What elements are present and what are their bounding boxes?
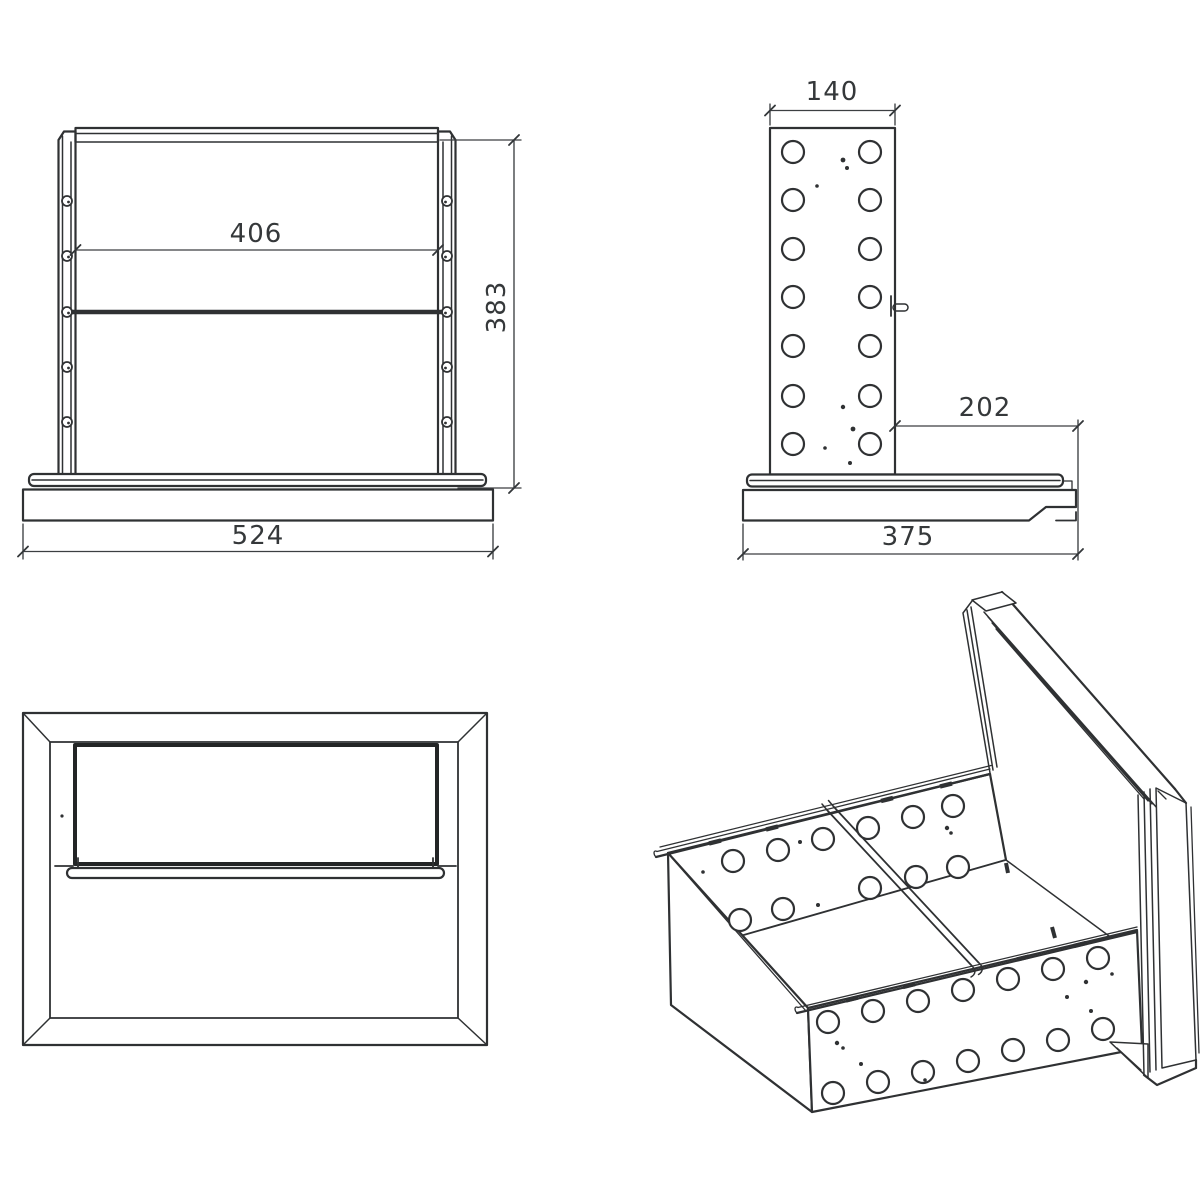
- iso-panel-left-stile: [962, 600, 998, 774]
- dim-label-side-base-depth: 375: [882, 522, 935, 552]
- iso-front-panel: [962, 590, 1177, 935]
- front-panel-inner-frame: [49, 741, 459, 1019]
- front-left-rail: [57, 130, 77, 476]
- dimension-front-inner-width: 406: [69, 219, 444, 256]
- iso-near-rim-rail: [794, 926, 1139, 1015]
- dimension-side-top-width: 140: [764, 77, 901, 126]
- iso-back-wall-holes: [720, 793, 971, 933]
- iso-panel-face: [999, 636, 1143, 935]
- side-panel-dots: [815, 157, 856, 465]
- front-top-bar-inner-line: [74, 132, 439, 143]
- side-base-plinth: [741, 488, 1078, 522]
- iso-panel-right-stile: [1137, 787, 1200, 1087]
- side-base-plate-step: [1062, 480, 1073, 491]
- iso-gusset: [1109, 1041, 1149, 1079]
- iso-back-wall-dots: [701, 825, 953, 907]
- iso-panel-top-edge: [1000, 590, 1177, 791]
- dimension-front-base-width: 524: [17, 521, 499, 560]
- dimension-side-rear-depth: 202: [889, 393, 1084, 561]
- front-panel-dot: [60, 814, 64, 818]
- dimension-side-base-depth: 375: [737, 522, 1084, 561]
- iso-back-rim-rail: [653, 764, 992, 859]
- iso-near-wall-holes: [815, 945, 1116, 1106]
- iso-floor-tick: [1050, 926, 1057, 939]
- iso-near-wall-dots: [834, 972, 1114, 1082]
- dim-label-side-rear-depth: 202: [959, 393, 1012, 423]
- front-view: 406 383 524: [17, 126, 522, 560]
- drawer-front-view: [21, 711, 489, 1047]
- iso-panel-rail-lines: [987, 616, 1153, 805]
- iso-panel-top-cap: [971, 591, 1017, 612]
- dim-label-side-top-width: 140: [806, 77, 859, 107]
- isometric-view: [653, 590, 1200, 1114]
- dimension-front-height: 383: [439, 134, 522, 494]
- dim-label-front-height: 383: [482, 281, 512, 334]
- side-view: 140 202 375: [737, 77, 1084, 561]
- dim-label-front-base-width: 524: [232, 521, 285, 551]
- iso-left-wall-top-inner: [671, 857, 807, 1012]
- front-right-rivets: [441, 195, 453, 428]
- front-right-rail: [436, 130, 457, 476]
- side-base-plinth-notch: [1055, 511, 1077, 522]
- front-panel-bevel-corners: [22, 712, 488, 1046]
- side-panel-holes: [780, 139, 883, 457]
- iso-back-wall-tick: [1004, 862, 1010, 874]
- iso-divider: [821, 799, 983, 978]
- front-top-bar: [74, 126, 440, 144]
- side-latch-clip: [890, 295, 909, 317]
- front-panel-outer-frame: [21, 711, 489, 1047]
- front-panel-handle: [54, 857, 457, 880]
- front-panel-window: [73, 743, 439, 866]
- front-base-plinth: [21, 488, 495, 522]
- dim-label-front-inner-width: 406: [230, 219, 283, 249]
- front-left-rivets: [61, 195, 73, 428]
